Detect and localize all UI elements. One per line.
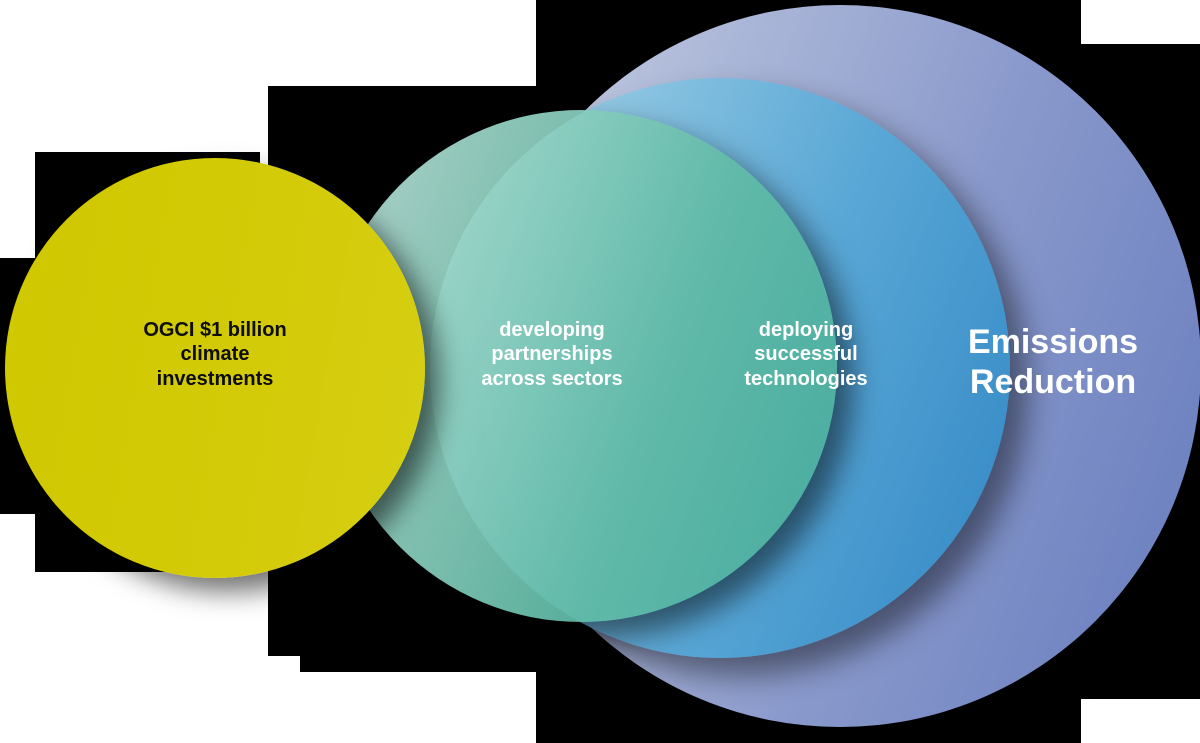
circle-investments[interactable] [5,158,425,578]
